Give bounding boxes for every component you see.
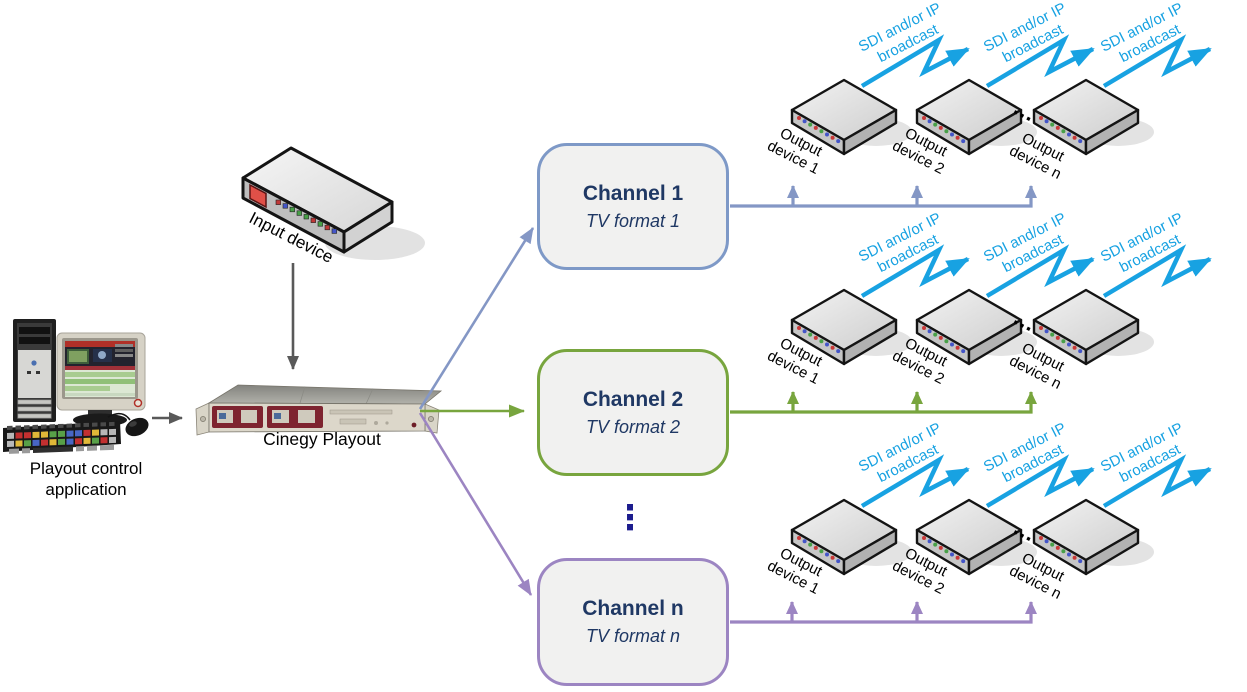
broadcast-arrows	[860, 34, 1212, 508]
playout-control-label: Playout control application	[2, 459, 170, 500]
connectors-row1	[730, 185, 1037, 208]
playout-control-label-line2: application	[45, 479, 127, 499]
server-illustration	[195, 384, 443, 436]
channel-n-name: Channel n	[582, 597, 684, 620]
channel-1-format: TV format 1	[585, 210, 681, 231]
playout-control-label-line1: Playout control	[29, 459, 143, 478]
channel-2-format: TV format 2	[585, 416, 681, 437]
output-device-illustrations	[790, 78, 1156, 576]
channel-2-name: Channel 2	[582, 387, 684, 411]
channel-2-box: Channel 2 TV format 2	[537, 349, 729, 476]
connectors-row2	[730, 391, 1037, 414]
pc-illustration	[3, 319, 149, 454]
channel-1-box: Channel 1 TV format 1	[537, 143, 729, 270]
channel-1-name: Channel 1	[582, 181, 684, 205]
channel-n-format: TV format n	[585, 626, 681, 646]
channel-n-box: Channel n TV format n	[537, 558, 729, 686]
server-label: Cinegy Playout	[263, 429, 381, 449]
fanout-arrows	[418, 227, 535, 596]
channels-vertical-ellipsis: ⋮	[613, 499, 647, 537]
input-device-illustration	[241, 146, 425, 260]
flow-arrows-gray	[152, 263, 299, 424]
connectors-row3	[730, 601, 1037, 624]
